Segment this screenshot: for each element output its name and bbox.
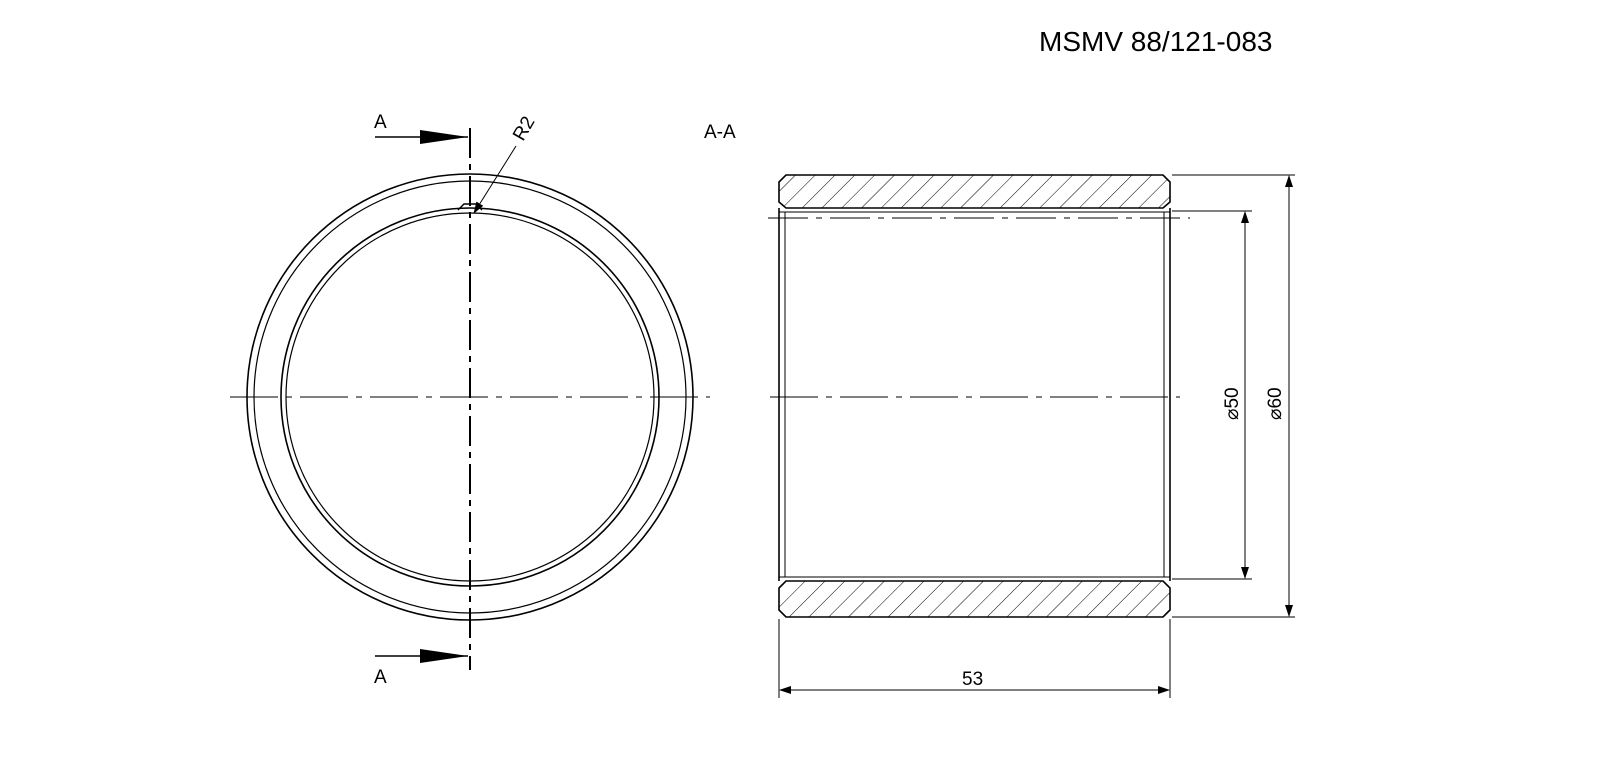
inner-diameter-label: ⌀50 <box>1222 387 1243 420</box>
section-view <box>768 174 1295 698</box>
bottom-wall-section <box>778 580 1171 618</box>
radius-leader-line <box>473 145 517 214</box>
top-wall-section <box>778 174 1171 209</box>
document-number: MSMV 88/121-083 <box>1039 26 1272 57</box>
section-arrow-bottom-head <box>420 649 468 663</box>
section-view-label: A-A <box>704 122 736 143</box>
length-dimension-label: 53 <box>962 669 983 690</box>
radius-dimension-label: R2 <box>509 113 539 145</box>
section-marker-top: A <box>374 112 387 133</box>
front-view <box>230 128 710 670</box>
outer-diameter-label: ⌀60 <box>1265 387 1286 420</box>
section-arrow-top-head <box>420 130 468 144</box>
section-marker-bottom: A <box>374 667 387 688</box>
